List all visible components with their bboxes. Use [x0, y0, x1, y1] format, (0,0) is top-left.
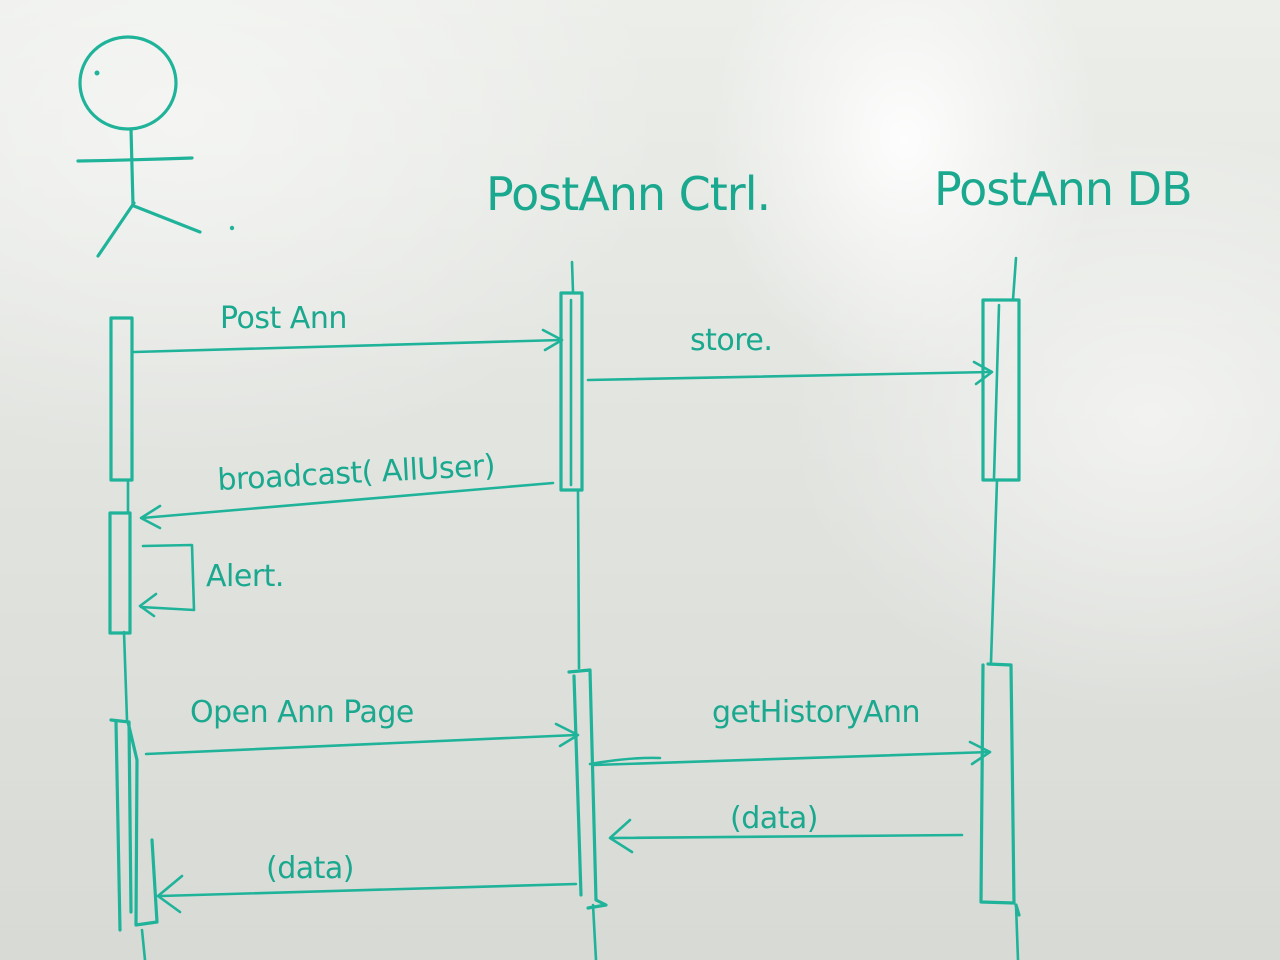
message-label: Open Ann Page	[190, 695, 414, 730]
message-label: Alert.	[206, 559, 284, 594]
activation-ctrl-1	[559, 291, 584, 492]
lifeline-user	[122, 478, 147, 960]
activation-user-1	[109, 316, 134, 482]
message-label: (data)	[266, 851, 354, 886]
participant-db-title: PostAnn DB	[934, 162, 1192, 216]
activation-db-1	[981, 298, 1021, 482]
message-return-data-ctrl: (data)	[156, 851, 578, 914]
message-label: getHistoryAnn	[712, 695, 920, 730]
message-store: store.	[586, 323, 994, 386]
message-alert: Alert.	[138, 543, 284, 618]
message-post-ann: Post Ann	[132, 301, 564, 354]
lifeline-ctrl	[570, 260, 598, 960]
stick-figure-icon	[76, 35, 235, 258]
lifeline-db	[989, 256, 1020, 960]
message-return-data-db: (data)	[608, 801, 964, 854]
activation-ctrl-2	[567, 668, 608, 910]
message-label: Post Ann	[220, 301, 347, 336]
message-broadcast: broadcast( AllUser)	[139, 448, 555, 530]
activation-db-2	[979, 662, 1021, 917]
message-label: (data)	[730, 801, 818, 836]
message-label: store.	[690, 323, 772, 358]
activation-bars	[108, 291, 1021, 932]
activation-user-2	[108, 511, 132, 635]
participant-ctrl-title: PostAnn Ctrl.	[486, 167, 770, 221]
activation-user-3	[109, 718, 159, 932]
message-get-history: getHistoryAnn	[588, 695, 992, 767]
message-open-ann-page: Open Ann Page	[144, 695, 580, 756]
